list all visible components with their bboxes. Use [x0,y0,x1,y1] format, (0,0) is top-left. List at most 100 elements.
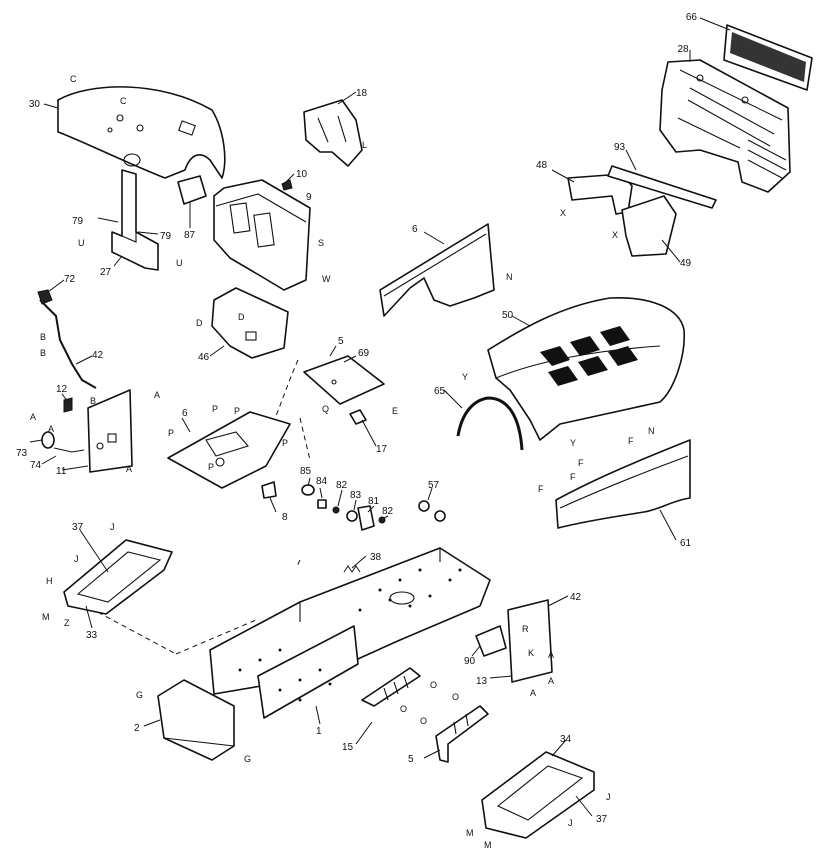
callout-6b: 6 [182,408,188,419]
callout-38: 38 [370,552,382,563]
part-37-33-footrest-left [63,539,173,615]
ref-letter: W [322,274,331,284]
part-48-93-49-brackets [567,165,717,257]
part-28-front-frame [659,59,791,193]
part-34-37-footrest-right [481,751,595,839]
callout-66: 66 [686,12,698,23]
ref-letter: J [74,554,79,564]
part-72-bushing [37,289,53,305]
callout-72: 72 [64,274,76,285]
callout-37a: 37 [72,522,84,533]
part-69-plate [303,355,385,405]
ref-letter: D [238,312,245,322]
part-8-clip [261,481,277,499]
ref-letter: P [208,462,214,472]
part-13-side-plate [475,599,553,683]
ref-letter: F [578,458,584,468]
part-66-grille [723,24,813,91]
callout-2: 2 [134,723,140,734]
callout-5b: 5 [408,754,414,765]
ref-letter: O [452,692,459,702]
part-6-floor-plate [167,411,291,489]
callout-90: 90 [464,656,476,667]
ref-letter: D [196,318,203,328]
ref-letter: F [538,484,544,494]
ref-letter: P [234,406,240,416]
callout-65: 65 [434,386,446,397]
part-42-rod [39,299,97,389]
ref-letter: Q [322,404,329,414]
callout-6a: 6 [412,224,418,235]
ref-letter: P [168,428,174,438]
callout-73: 73 [16,448,28,459]
part-30-dash-cover [57,86,226,179]
callout-48: 48 [536,160,548,171]
part-74-pin [53,447,85,453]
part-57-spacers [418,500,446,522]
ref-letter: P [282,438,288,448]
callout-11: 11 [56,466,67,477]
ref-letter: G [244,754,251,764]
ref-letter: R [522,624,529,634]
part-12-clip [63,397,73,413]
ref-letter: N [506,272,513,282]
callout-79b: 79 [160,231,172,242]
reference-letters: C C L S W U U X X N B B B D D Y Y N F F … [30,74,655,850]
ref-letter: A [154,390,160,400]
ref-letter: X [560,208,566,218]
ref-letter: A [530,688,536,698]
callout-1: 1 [316,726,322,737]
callout-84: 84 [316,476,328,487]
callout-93: 93 [614,142,626,153]
callout-17: 17 [376,444,388,455]
part-11-side-plate [87,389,133,473]
ref-letter: A [548,676,554,686]
part-38-spring [343,565,361,573]
part-50-hood [487,297,685,441]
callout-8: 8 [282,512,288,523]
callout-28: 28 [677,44,689,55]
leader-lines [29,17,731,817]
ref-letter: U [176,258,183,268]
ref-letter: E [392,406,398,416]
ref-letter: N [648,426,655,436]
ref-letter: A [126,464,132,474]
callout-30: 30 [29,99,41,110]
part-5-bracket [435,705,489,763]
ref-letter: X [612,230,618,240]
callout-50: 50 [502,310,514,321]
ref-letter: O [420,716,427,726]
callout-numbers: 66 28 30 18 10 9 87 79 79 27 93 48 49 6 … [16,12,697,825]
callout-37b: 37 [596,814,608,825]
callout-18: 18 [356,88,368,99]
ref-letter: B [90,396,96,406]
callout-34: 34 [560,734,572,745]
part-9-dash-panel [213,179,311,291]
part-2-rear-plate [157,679,235,761]
callout-79a: 79 [72,216,84,227]
ref-letter: F [628,436,634,446]
part-1-main-frame [209,547,491,719]
callout-83: 83 [350,490,362,501]
callout-15: 15 [342,742,354,753]
ref-letter: M [466,828,474,838]
part-61-side-panel [555,439,691,529]
ref-letter: L [362,140,367,150]
ref-letter: J [568,818,573,828]
part-73-wheel [41,431,55,449]
ref-letter: J [110,522,115,532]
callout-85: 85 [300,466,312,477]
ref-letter: M [42,612,50,622]
callout-82a: 82 [336,480,348,491]
callout-13: 13 [476,676,488,687]
callout-5a: 5 [338,336,344,347]
ref-letter: K [528,648,534,658]
ref-letter: A [30,412,36,422]
part-15-bracket [361,667,421,707]
callout-82b: 82 [382,506,394,517]
callout-74: 74 [30,460,42,471]
part-65-seal [456,396,524,451]
callout-87: 87 [184,230,196,241]
